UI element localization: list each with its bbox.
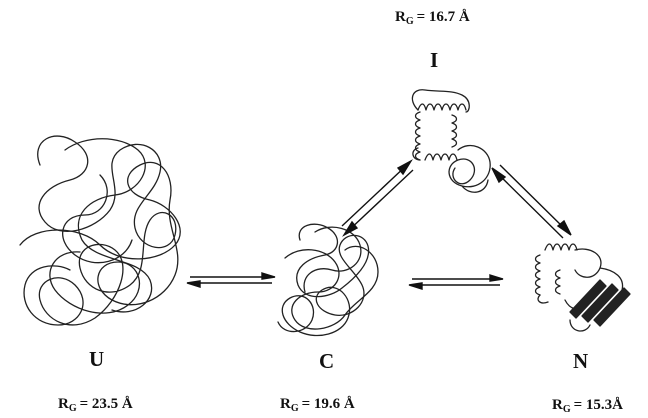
rg-value: = 16.7 Å	[416, 9, 470, 25]
rg-symbol: R	[58, 396, 69, 412]
arrowhead-i-to-n	[556, 219, 572, 236]
rg-symbol: R	[280, 396, 291, 412]
rg-subscript: G	[290, 403, 299, 414]
arrowhead-c-to-i	[396, 159, 413, 176]
state-label-n: N	[573, 349, 589, 373]
helical-intermediate-icon	[411, 89, 491, 193]
rg-label-u: RG= 23.5 Å	[58, 396, 133, 414]
state-label-u: U	[89, 347, 105, 371]
rg-subscript: G	[405, 16, 414, 27]
rg-symbol: R	[395, 9, 406, 25]
collapsed-coil-icon	[277, 223, 379, 337]
rg-value: = 23.5 Å	[79, 396, 133, 412]
arrow-i-to-n	[499, 164, 569, 233]
arrowhead-u-to-c	[261, 272, 276, 280]
rg-label-i: RG= 16.7 Å	[395, 9, 470, 27]
arrowhead-n-to-i	[491, 167, 507, 184]
arrowhead-c-to-u	[186, 280, 201, 288]
rg-label-c: RG= 19.6 Å	[280, 396, 355, 414]
native-fold-icon	[534, 243, 631, 332]
rg-symbol: R	[552, 397, 563, 413]
arrow-n-to-i	[494, 170, 564, 239]
state-label-c: C	[319, 349, 335, 373]
state-label-i: I	[430, 48, 439, 72]
arrowhead-c-to-n	[489, 274, 504, 282]
arrow-c-to-i	[341, 163, 409, 227]
rg-subscript: G	[68, 403, 77, 414]
rg-value: = 19.6 Å	[301, 396, 355, 412]
arrowhead-i-to-c	[342, 220, 359, 237]
unfolded-random-coil-icon	[19, 135, 181, 326]
equilibrium-arrow-icon	[186, 159, 572, 290]
arrow-i-to-c	[346, 169, 414, 233]
arrowhead-n-to-c	[408, 282, 423, 290]
rg-subscript: G	[562, 404, 571, 415]
rg-value: = 15.3Å	[573, 397, 624, 413]
rg-label-n: RG= 15.3Å	[552, 397, 624, 415]
